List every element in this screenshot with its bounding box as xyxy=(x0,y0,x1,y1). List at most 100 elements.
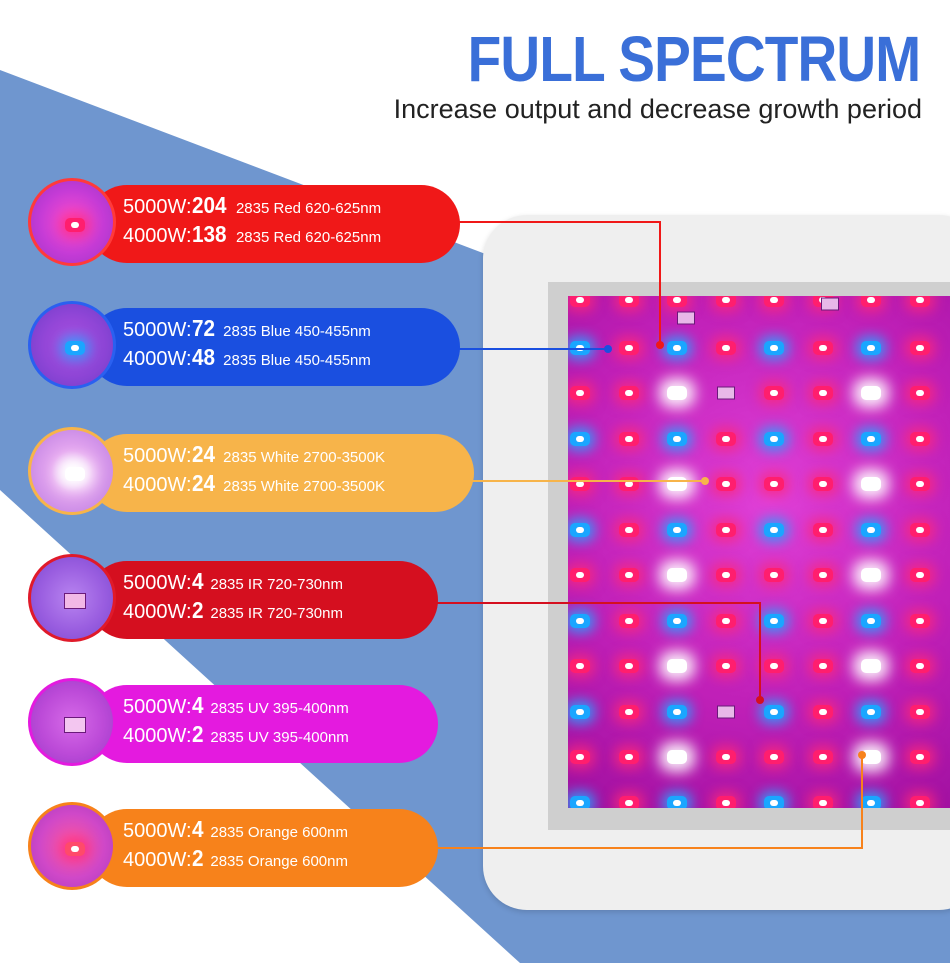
leader-dot-blue xyxy=(604,345,612,353)
led-red xyxy=(812,795,833,808)
led-blue xyxy=(667,431,687,446)
led-blue xyxy=(764,431,784,446)
led-red xyxy=(764,386,784,400)
led-red xyxy=(618,750,639,764)
led-white xyxy=(667,659,687,673)
orange-led-icon xyxy=(28,802,116,890)
led-red xyxy=(812,568,833,582)
blue-led-icon xyxy=(28,301,116,389)
led-blue xyxy=(764,613,784,628)
led-red xyxy=(618,386,639,400)
led-blue xyxy=(570,613,590,628)
led-blue xyxy=(667,340,687,355)
spec-uv-desc-2: 2835 UV 395-400nm xyxy=(210,729,349,746)
white-led-icon xyxy=(28,427,116,515)
spec-white-watt-1: 5000W: xyxy=(123,445,192,467)
spec-white-desc-2: 2835 White 2700-3500K xyxy=(223,478,385,495)
led-white xyxy=(667,750,687,764)
led-red xyxy=(618,340,639,355)
led-blue xyxy=(570,340,590,355)
led-red xyxy=(909,750,930,764)
led-red xyxy=(570,386,590,400)
led-white xyxy=(861,659,881,673)
spec-orange-count-1: 4 xyxy=(191,816,204,842)
led-red xyxy=(715,659,736,673)
spec-red-count-2: 138 xyxy=(191,221,227,247)
led-blue xyxy=(570,704,590,719)
led-panel xyxy=(568,296,950,808)
spec-red-desc-2: 2835 Red 620-625nm xyxy=(235,229,382,246)
led-red xyxy=(764,750,784,764)
led-red xyxy=(909,296,930,307)
led-red xyxy=(812,477,833,491)
spec-uv-count-2: 2 xyxy=(191,721,204,747)
spec-white-watt-2: 4000W: xyxy=(123,474,192,496)
led-blue xyxy=(764,704,784,719)
led-red xyxy=(570,659,590,673)
led-blue xyxy=(764,340,784,355)
led-red xyxy=(812,659,833,673)
led-white xyxy=(861,386,881,400)
spec-red-count-1: 204 xyxy=(191,192,227,218)
spec-uv-count-1: 4 xyxy=(191,692,204,718)
spec-ir-count-2: 2 xyxy=(191,597,204,623)
led-red xyxy=(812,522,833,537)
led-blue xyxy=(861,613,881,628)
spec-red-desc-1: 2835 Red 620-625nm xyxy=(235,200,382,217)
led-red xyxy=(909,613,930,628)
spec-blue-desc-2: 2835 Blue 450-455nm xyxy=(223,352,371,369)
led-blue xyxy=(861,795,881,808)
led-red xyxy=(861,296,881,307)
led-red xyxy=(812,613,833,628)
leader-dot-red xyxy=(656,341,664,349)
led-red xyxy=(618,613,639,628)
led-blue xyxy=(861,340,881,355)
leader-line-orange xyxy=(430,755,863,849)
led-blue xyxy=(570,431,590,446)
led-chip xyxy=(716,386,735,400)
leader-dot-orange xyxy=(858,751,866,759)
spec-ir-pill xyxy=(88,561,438,639)
led-red xyxy=(618,659,639,673)
spec-orange-watt-2: 4000W: xyxy=(123,849,192,871)
ir-chip-icon xyxy=(28,554,116,642)
led-blue xyxy=(570,795,590,808)
led-blue xyxy=(570,522,590,537)
led-chip xyxy=(677,311,695,325)
spec-orange-count-2: 2 xyxy=(191,845,204,871)
spec-ir-desc-1: 2835 IR 720-730nm xyxy=(210,576,343,593)
led-red xyxy=(715,296,736,307)
led-red xyxy=(812,431,833,446)
spec-ir-watt-1: 5000W: xyxy=(123,572,192,594)
led-red xyxy=(715,795,736,808)
leader-dot-ir xyxy=(756,696,764,704)
spec-uv-desc-1: 2835 UV 395-400nm xyxy=(210,700,349,717)
led-red xyxy=(764,568,784,582)
spec-uv-pill xyxy=(88,685,438,763)
led-blue xyxy=(861,431,881,446)
led-chip xyxy=(821,297,839,311)
led-blue xyxy=(667,795,687,808)
spec-red-pill xyxy=(88,185,460,263)
spec-blue-desc-1: 2835 Blue 450-455nm xyxy=(223,323,371,340)
led-red xyxy=(909,431,930,446)
led-blue xyxy=(861,522,881,537)
led-red xyxy=(618,704,639,719)
leader-line-ir xyxy=(430,602,761,700)
led-red xyxy=(812,386,833,400)
led-red xyxy=(909,522,930,537)
led-red xyxy=(715,522,736,537)
led-red xyxy=(618,568,639,582)
spec-orange-desc-1: 2835 Orange 600nm xyxy=(210,824,348,841)
spec-red-watt-2: 4000W: xyxy=(123,225,192,247)
led-red xyxy=(618,431,639,446)
led-white xyxy=(861,477,881,491)
led-red xyxy=(764,477,784,491)
led-red xyxy=(812,340,833,355)
spec-blue-watt-2: 4000W: xyxy=(123,348,192,370)
spec-white-desc-1: 2835 White 2700-3500K xyxy=(223,449,385,466)
led-red xyxy=(812,704,833,719)
led-red xyxy=(715,340,736,355)
leader-line-red xyxy=(430,221,661,345)
